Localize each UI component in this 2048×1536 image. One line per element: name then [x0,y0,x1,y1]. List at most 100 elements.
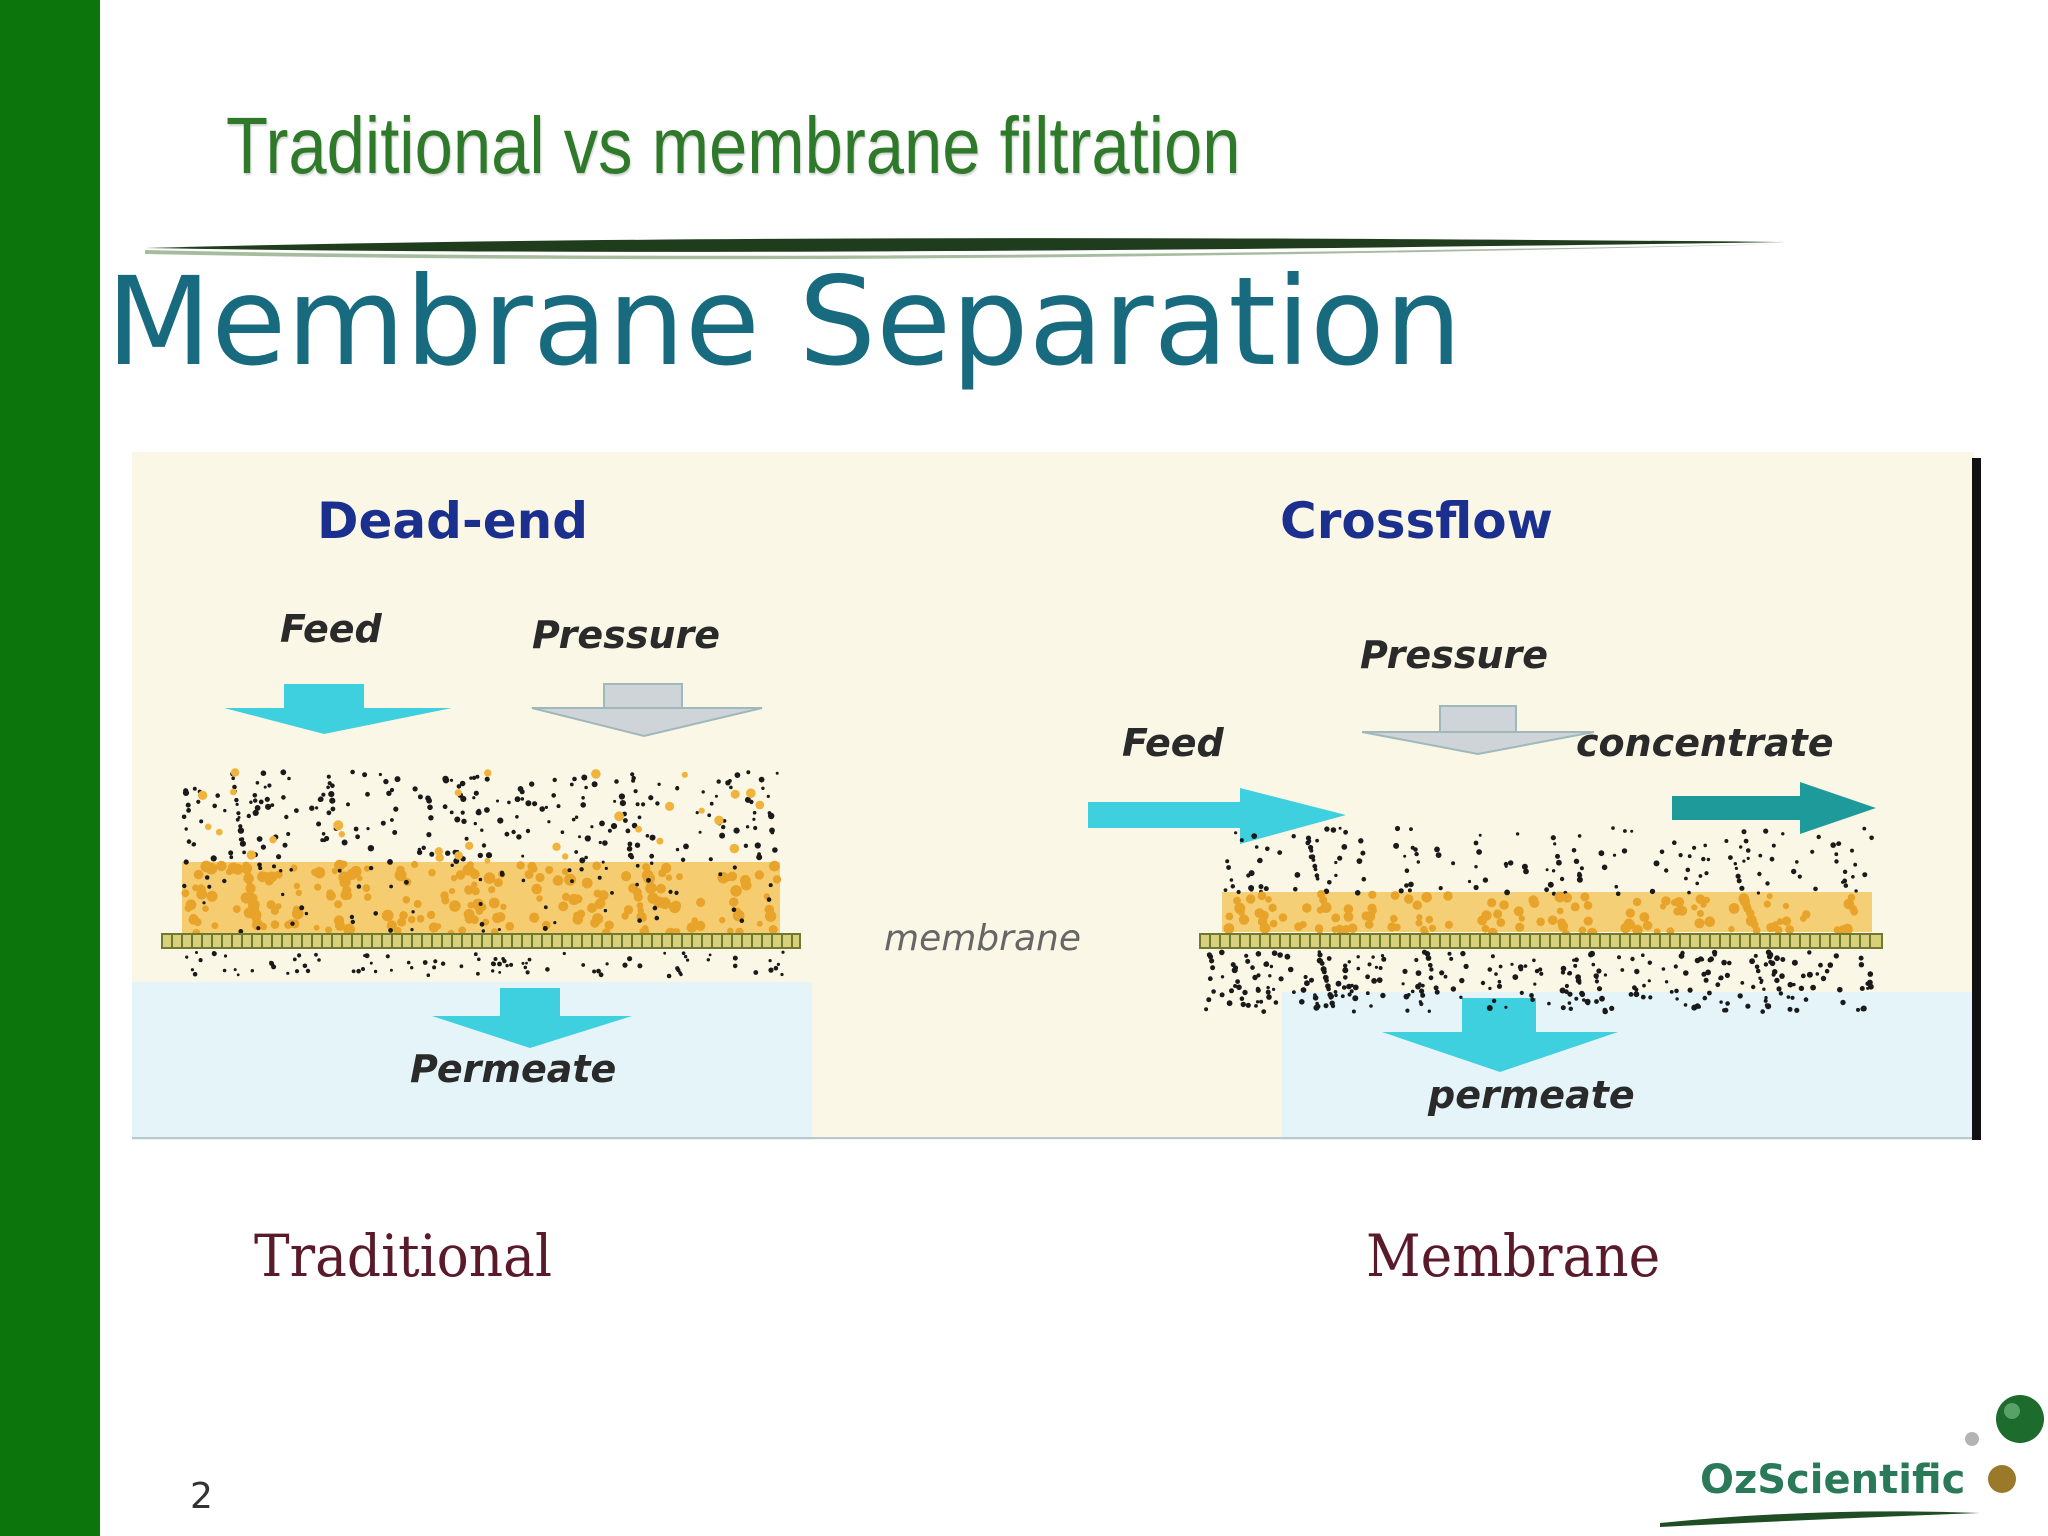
cake-dot [252,919,264,931]
particle-dot [1781,832,1785,836]
particle-dot [1300,987,1307,993]
particle-dot [1630,829,1634,833]
cake-dot [1223,923,1235,934]
cake-dot [386,920,398,931]
particle-dot [1323,888,1330,895]
particle-dot [1351,1009,1356,1014]
particle-dot [480,828,484,832]
cake-dot [769,860,780,872]
particle-dot [707,813,712,818]
cake-dot [572,914,584,925]
particle-dot [1725,1001,1730,1006]
particle-dot [1745,848,1751,853]
particle-dot [729,785,733,790]
cake-dot [1367,903,1377,913]
cake-dot [181,889,190,898]
particle-dot [775,771,779,775]
particle-dot [1219,949,1225,956]
cake-dot [1496,918,1506,927]
particle-dot [1349,989,1354,994]
particle-dot [1393,842,1400,849]
cake-dot [1233,896,1241,905]
cake-dot [1743,904,1752,913]
particle-dot [1734,866,1738,870]
cake-dot [635,863,640,868]
cake-dot [1518,915,1526,922]
particle-dot [1273,1000,1279,1005]
cake-dot [696,897,706,907]
particle-dot [574,850,579,854]
particle-dot [708,857,713,862]
particle-dot [1261,1009,1267,1014]
particle-dot [1220,975,1225,979]
particle-dot [1623,829,1627,833]
particle-dot [1244,953,1249,958]
cake-dot [1847,893,1856,902]
particle-dot [1259,999,1264,1004]
particle-dot [427,804,433,811]
particle-dot [1263,886,1269,892]
particle-dot [1712,952,1718,957]
particle-dot [1602,1008,1608,1015]
filtration-diagram: Dead-end Crossflow Feed Pressure Permeat… [132,452,1981,1140]
particle-dot [355,834,360,840]
cake-dot [1425,915,1434,924]
cake-dot [516,861,525,870]
cake-dot [594,899,605,910]
cake-dot [635,882,639,887]
particle-dot [1401,982,1405,986]
particle-dot [1341,844,1348,850]
particle-dot [1504,1005,1508,1009]
particle-dot [1560,970,1566,975]
particle-dot [1683,1003,1688,1007]
particle-dot [321,792,326,797]
particle-dot [1311,858,1316,862]
particle-dot [329,797,336,804]
particle-dot [1837,986,1843,993]
particle-dot [1598,850,1605,857]
cake-dot [204,875,210,880]
cake-dot [1763,900,1771,908]
particle-dot [181,814,187,820]
particle-dot [183,859,189,865]
particle-dot [211,951,217,957]
particle-dot [1853,862,1858,867]
cake-dot [184,904,192,912]
particle-dot [473,790,479,796]
particle-dot [490,961,496,966]
particle-dot [1230,884,1236,889]
particle-dot [1647,979,1651,983]
cake-dot [592,861,602,871]
cake-dot [313,866,326,879]
particle-dot [1791,868,1797,875]
cake-dot [674,890,679,895]
particle-dot [1830,842,1836,848]
particle-dot [1523,868,1529,875]
particle-dot [1715,982,1721,988]
particle-dot [324,835,330,842]
particle-dot [472,796,476,800]
particle-dot [1594,999,1599,1004]
particle-dot [1533,982,1537,986]
particle-dot [768,812,775,820]
particle-dot [521,961,525,965]
particle-dot [746,788,756,798]
particle-dot [477,957,481,962]
particle-dot [605,962,609,966]
cake-dot [1259,922,1271,934]
particle-dot [1309,848,1314,853]
particle-dot [1265,846,1270,852]
particle-dot [1692,845,1697,850]
logo-gold-sphere [1988,1465,2016,1493]
particle-dot [1450,986,1457,992]
particle-dot [429,851,435,857]
particle-dot [256,836,263,842]
particle-dot [1841,880,1845,884]
cake-dot [340,890,351,901]
particle-dot [1599,995,1605,1002]
particle-dot [212,803,217,809]
particle-dot [753,825,758,831]
particle-dot [607,828,612,833]
dead-end-pressure-arrow [531,683,763,738]
particle-dot [1467,879,1472,884]
